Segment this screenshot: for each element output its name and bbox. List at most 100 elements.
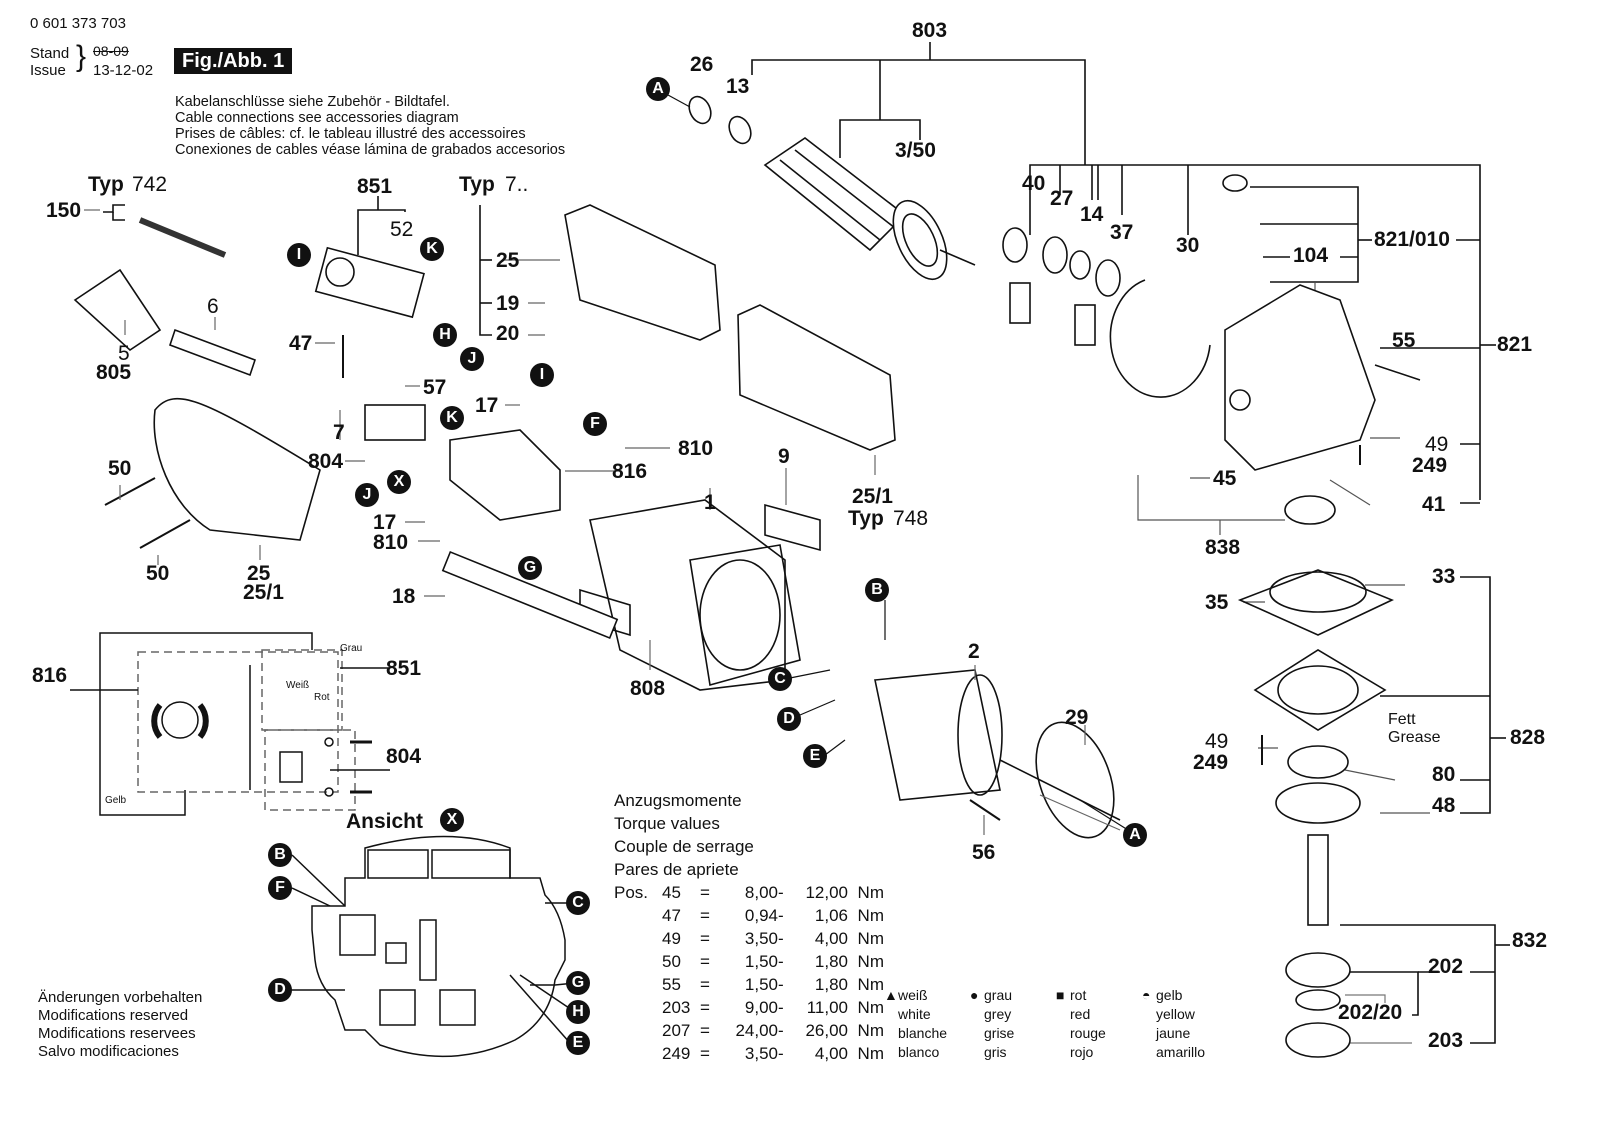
cable-note-fr: Prises de câbles: cf. le tableau illustr… bbox=[175, 126, 526, 142]
issue-label: Issue bbox=[30, 62, 66, 79]
label-13: 13 bbox=[726, 75, 750, 98]
label-47: 47 bbox=[289, 332, 313, 355]
label-41: 41 bbox=[1422, 493, 1446, 516]
callout-i-top: I bbox=[287, 243, 311, 267]
motor-housing-shape bbox=[579, 499, 821, 691]
callout-b: B bbox=[865, 578, 889, 602]
torque-max: 26,00 bbox=[805, 1021, 848, 1040]
callout-a-bottom: A bbox=[1123, 823, 1147, 847]
callout-x: X bbox=[387, 470, 411, 494]
ansicht-callout-h: H bbox=[566, 1000, 590, 1024]
label-17-bottom: 17 bbox=[373, 511, 397, 534]
legend-de: gelb bbox=[1156, 987, 1183, 1003]
torque-min: 3,50 bbox=[744, 929, 778, 948]
torque-unit: Nm bbox=[857, 998, 884, 1017]
torque-pos-label bbox=[614, 950, 662, 973]
label-49-top: 49 bbox=[1425, 433, 1449, 456]
label-33: 33 bbox=[1432, 565, 1456, 588]
legend-es: blanco bbox=[898, 1044, 940, 1060]
issue-date: 13-12-02 bbox=[93, 62, 154, 79]
typ748-num: 748 bbox=[893, 507, 929, 530]
modifications-note: Änderungen vorbehalten Modifications res… bbox=[38, 989, 202, 1061]
label-80: 80 bbox=[1432, 763, 1456, 786]
bracket-828 bbox=[1460, 576, 1491, 814]
legend-en: yellow bbox=[1156, 1006, 1195, 1022]
torque-unit: Nm bbox=[857, 1021, 884, 1040]
label-55: 55 bbox=[1392, 329, 1416, 352]
torque-equals: = bbox=[700, 975, 710, 994]
ansicht-x-view bbox=[290, 835, 576, 1058]
callout-h: H bbox=[433, 323, 457, 347]
label-150: 150 bbox=[46, 199, 82, 222]
label-14: 14 bbox=[1080, 203, 1104, 226]
wire-rot: Rot bbox=[314, 692, 330, 703]
torque-pos-label bbox=[614, 1019, 662, 1042]
legend-es: amarillo bbox=[1156, 1044, 1206, 1060]
torque-dash: - bbox=[778, 952, 784, 971]
torque-unit: Nm bbox=[857, 906, 884, 925]
bracket-821-010 bbox=[1250, 186, 1480, 283]
label-25-1-cover: 25/1 bbox=[243, 581, 284, 604]
wire-weiss: Weiß bbox=[286, 680, 310, 691]
label-104: 104 bbox=[1293, 244, 1329, 267]
legend-de: rot bbox=[1070, 987, 1087, 1003]
ansicht-callout-x: X bbox=[440, 808, 464, 832]
torque-max: 4,00 bbox=[814, 1044, 848, 1063]
label-29: 29 bbox=[1065, 706, 1089, 729]
bracket-typ7 bbox=[479, 205, 492, 336]
label-45: 45 bbox=[1213, 467, 1237, 490]
circle-icon: ● bbox=[970, 987, 979, 1003]
callout-g: G bbox=[518, 556, 542, 580]
label-3-50: 3/50 bbox=[895, 139, 936, 162]
label-805: 805 bbox=[96, 361, 132, 384]
bracket-832 bbox=[1340, 924, 1496, 1044]
torque-pos-label bbox=[614, 973, 662, 996]
torque-min: 24,00 bbox=[735, 1021, 778, 1040]
label-828: 828 bbox=[1510, 726, 1546, 749]
callout-k-top: K bbox=[420, 237, 444, 261]
torque-min: 0,94 bbox=[744, 906, 778, 925]
torque-pos: 50 bbox=[662, 952, 681, 971]
legend-fr: rouge bbox=[1070, 1025, 1106, 1041]
wiring-label-851: 851 bbox=[386, 657, 422, 680]
legend-fr: blanche bbox=[898, 1025, 948, 1041]
torque-pos-label bbox=[614, 1042, 662, 1065]
legend-en: grey bbox=[984, 1006, 1012, 1022]
ansicht-callout-f: F bbox=[268, 876, 292, 900]
torque-equals: = bbox=[700, 1044, 710, 1063]
torque-dash: - bbox=[778, 998, 784, 1017]
ansicht-callout-c: C bbox=[566, 891, 590, 915]
torque-pos-label bbox=[614, 904, 662, 927]
legend-en: red bbox=[1070, 1006, 1091, 1022]
torque-dash: - bbox=[778, 975, 784, 994]
label-49-mid: 49 bbox=[1205, 730, 1229, 753]
torque-max: 4,00 bbox=[814, 929, 848, 948]
legend-fr: jaune bbox=[1156, 1025, 1191, 1041]
torque-max: 1,06 bbox=[814, 906, 848, 925]
legend-fr: grise bbox=[984, 1025, 1015, 1041]
torque-equals: = bbox=[700, 1021, 710, 1040]
torque-unit: Nm bbox=[857, 1044, 884, 1063]
torque-pos-label bbox=[614, 996, 662, 1019]
torque-unit: Nm bbox=[857, 883, 884, 902]
torque-pos: 49 bbox=[662, 929, 681, 948]
legend-es: gris bbox=[984, 1044, 1007, 1060]
torque-title-de: Anzugsmomente bbox=[614, 791, 742, 810]
cable-note-en: Cable connections see accessories diagra… bbox=[175, 110, 459, 126]
typ748-word: Typ bbox=[848, 507, 884, 530]
label-821-010: 821/010 bbox=[1374, 228, 1450, 251]
typ742-num: 742 bbox=[132, 173, 168, 196]
label-9: 9 bbox=[778, 445, 790, 468]
label-25-cover: 25 bbox=[247, 562, 271, 585]
legend-es: rojo bbox=[1070, 1044, 1094, 1060]
